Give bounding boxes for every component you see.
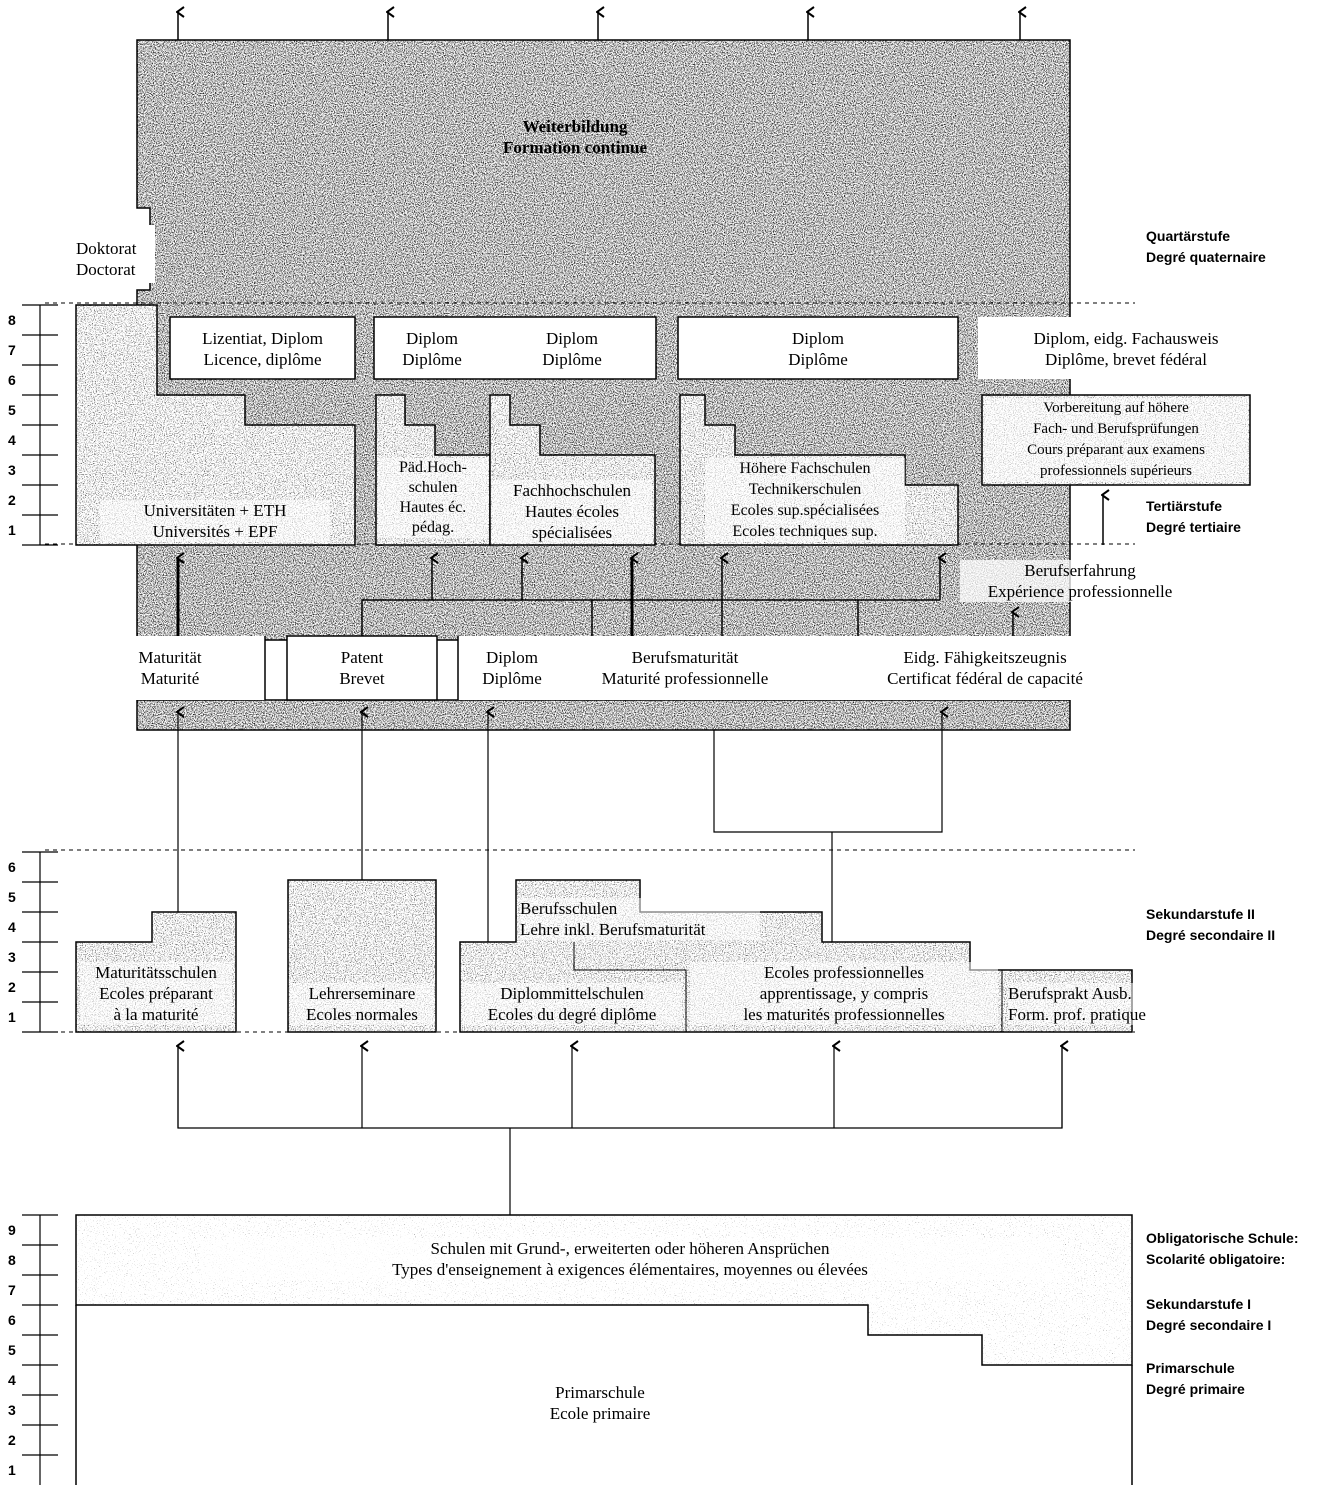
- scale-number: 4: [8, 432, 16, 448]
- scale-number: 3: [8, 949, 16, 965]
- scale-ticks: [22, 304, 58, 1485]
- level-quaternary: Quartärstufe Degré quaternaire: [1146, 228, 1266, 265]
- vocational-schools-label: Berufsschulen Lehre inkl. Berufsmaturitä…: [520, 898, 760, 940]
- ped-universities-label: Päd.Hoch- schulen Hautes éc. pédag.: [378, 458, 488, 538]
- primary-school-label: Primarschule Ecole primaire: [549, 1383, 651, 1423]
- scale-number: 5: [8, 889, 16, 905]
- scale-number: 7: [8, 1282, 16, 1298]
- continuing-education-label: Weiterbildung Formation continue: [502, 117, 648, 157]
- diploma-schools-label: Diplommittelschulen Ecoles du degré dipl…: [462, 983, 682, 1025]
- level-secondary2: Sekundarstufe II Degré secondaire II: [1146, 906, 1276, 943]
- patent-certificate-label: Patent Brevet: [339, 648, 385, 688]
- lower-secondary-label: Schulen mit Grund-, erweiterten oder höh…: [200, 1238, 1060, 1280]
- degree-hf-label: Diplom Diplôme: [788, 329, 848, 369]
- top-arrows: [178, 12, 1020, 40]
- doctorate-label: Doktorat Doctorat: [76, 239, 137, 279]
- scale-number: 2: [8, 492, 16, 508]
- scale-number: 9: [8, 1222, 16, 1238]
- maturity-schools-label: Maturitätsschulen Ecoles préparant à la …: [80, 962, 232, 1025]
- scale-number: 1: [8, 1462, 16, 1478]
- scale-number: 8: [8, 1252, 16, 1268]
- scale-number: 4: [8, 919, 16, 935]
- level-compulsory: Obligatorische Schule: Scolarité obligat…: [1146, 1230, 1299, 1267]
- vocational-schools-fr-label: Ecoles professionnelles apprentissage, y…: [690, 962, 998, 1025]
- scale-number: 6: [8, 859, 16, 875]
- doctorate-notch: [75, 225, 155, 283]
- universities-applied-sciences-label: Fachhochschulen Hautes écoles spécialisé…: [492, 480, 652, 543]
- tertiary-arrows: [178, 495, 1103, 636]
- maturity-certificate-label: Maturität Maturité: [138, 648, 202, 688]
- scale-number: 2: [8, 1432, 16, 1448]
- scale-number: 4: [8, 1372, 16, 1388]
- universities-label: Universitäten + ETH Universités + EPF: [100, 500, 330, 542]
- diploma-certificate-label: Diplom Diplôme: [482, 648, 542, 688]
- scale-number: 3: [8, 1402, 16, 1418]
- scale-number: 3: [8, 462, 16, 478]
- compulsory-to-secondary-arrows: [178, 1046, 1062, 1215]
- secondary-to-certificate-arrows: [178, 712, 942, 942]
- scale-number: 5: [8, 402, 16, 418]
- level-primary: Primarschule Degré primaire: [1146, 1360, 1245, 1397]
- certificate-band: [95, 635, 1138, 731]
- level-secondary1: Sekundarstufe I Degré secondaire I: [1146, 1296, 1272, 1333]
- higher-technical-schools-label: Höhere Fachschulen Technikerschulen Ecol…: [705, 458, 905, 542]
- scale-number: 1: [8, 1009, 16, 1025]
- scale-number: 8: [8, 312, 16, 328]
- degree-federal-label: Diplom, eidg. Fachausweis Diplôme, breve…: [1033, 329, 1219, 369]
- exam-preparation-label: Vorbereitung auf höhere Fach- und Berufs…: [984, 398, 1248, 482]
- scale-number: 7: [8, 342, 16, 358]
- degree-university-label: Lizentiat, Diplom Licence, diplôme: [202, 329, 323, 369]
- teacher-seminars-label: Lehrerseminare Ecoles normales: [290, 983, 434, 1025]
- level-tertiary: Tertiärstufe Degré tertiaire: [1146, 498, 1241, 535]
- scale-number: 2: [8, 979, 16, 995]
- degree-ped-label: Diplom Diplôme: [402, 329, 462, 369]
- practical-training-label: Berufsprakt Ausb. Form. prof. pratique: [1008, 983, 1188, 1025]
- degree-boxes: [169, 316, 1270, 380]
- vocational-maturity-certificate-label: Berufsmaturität Maturité professionnelle: [601, 648, 769, 688]
- scale-number: 1: [8, 522, 16, 538]
- work-experience-label: Berufserfahrung Expérience professionnel…: [960, 560, 1200, 602]
- degree-fh-label: Diplom Diplôme: [542, 329, 602, 369]
- scale-number: 5: [8, 1342, 16, 1358]
- scale-number: 6: [8, 1312, 16, 1328]
- scale-number: 6: [8, 372, 16, 388]
- federal-vet-certificate-label: Eidg. Fähigkeitszeugnis Certificat fédér…: [887, 648, 1083, 688]
